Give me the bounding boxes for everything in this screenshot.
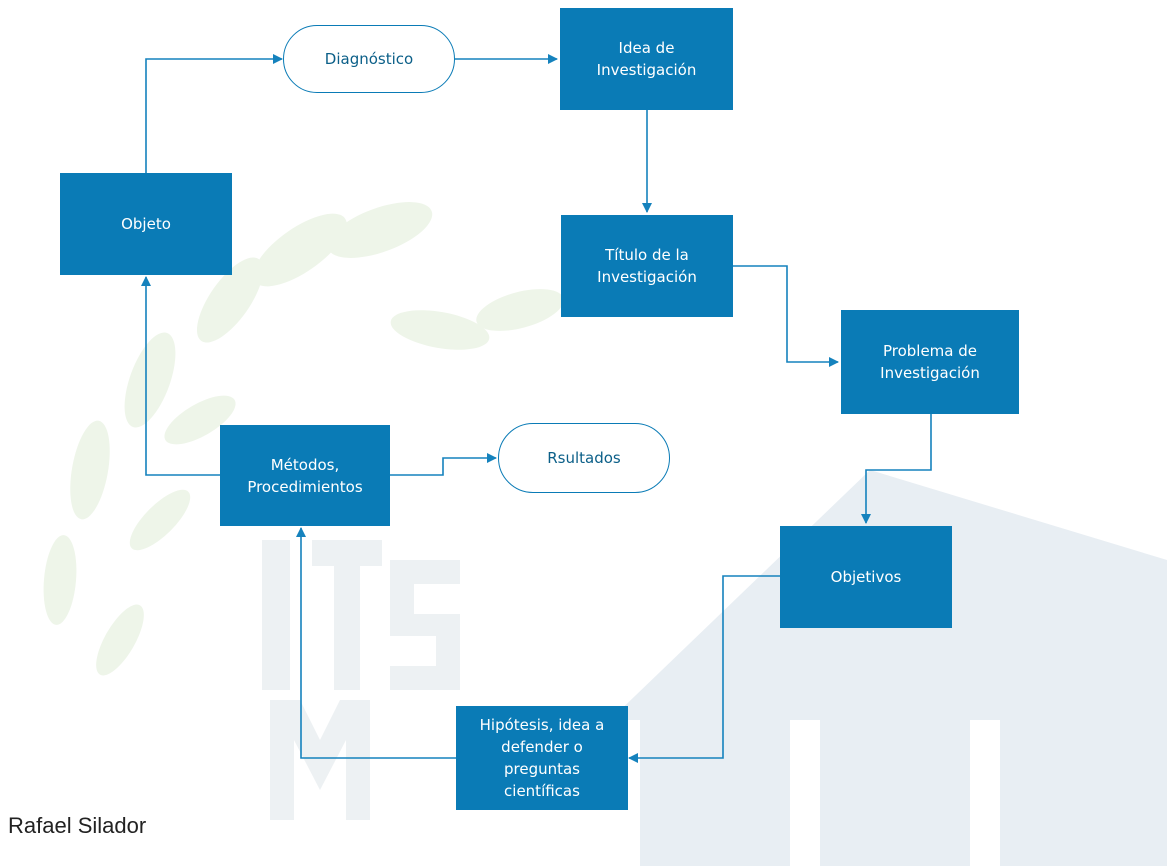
author-name: Rafael Silador [8, 813, 147, 838]
idea-label: Idea de Investigación [596, 39, 697, 79]
objeto-label: Objeto [121, 215, 171, 233]
problema-label: Problema de Investigación [880, 342, 980, 382]
objeto-node: Objeto [60, 173, 232, 275]
connector-problema-to-objetivos [861, 414, 932, 524]
titulo-node: Título de la Investigación [561, 215, 733, 317]
connector-metodos-to-resultados [390, 453, 497, 476]
connector-titulo-to-problema [733, 265, 839, 367]
idea-node: Idea de Investigación [560, 8, 733, 110]
objetivos-node: Objetivos [780, 526, 952, 628]
connector-objeto-to-diagnostico [145, 54, 283, 173]
connector-metodos-to-objeto [141, 276, 220, 476]
titulo-label: Título de la Investigación [597, 246, 697, 286]
connector-objetivos-to-hipotesis [628, 575, 780, 763]
resultados-label: Rsultados [547, 449, 621, 467]
diagnostico-node: Diagnóstico [283, 25, 455, 93]
diagnostico-label: Diagnóstico [324, 50, 414, 68]
objetivos-label: Objetivos [830, 568, 902, 586]
metodos-node: Métodos, Procedimientos [220, 425, 390, 526]
problema-node: Problema de Investigación [841, 310, 1019, 414]
hipotesis-label: Hipótesis, idea a defender o preguntas c… [479, 716, 605, 800]
resultados-node: Rsultados [498, 423, 670, 493]
connector-hipotesis-to-metodos [296, 527, 457, 759]
hipotesis-node: Hipótesis, idea a defender o preguntas c… [456, 706, 628, 810]
metodos-label: Métodos, Procedimientos [247, 455, 363, 496]
